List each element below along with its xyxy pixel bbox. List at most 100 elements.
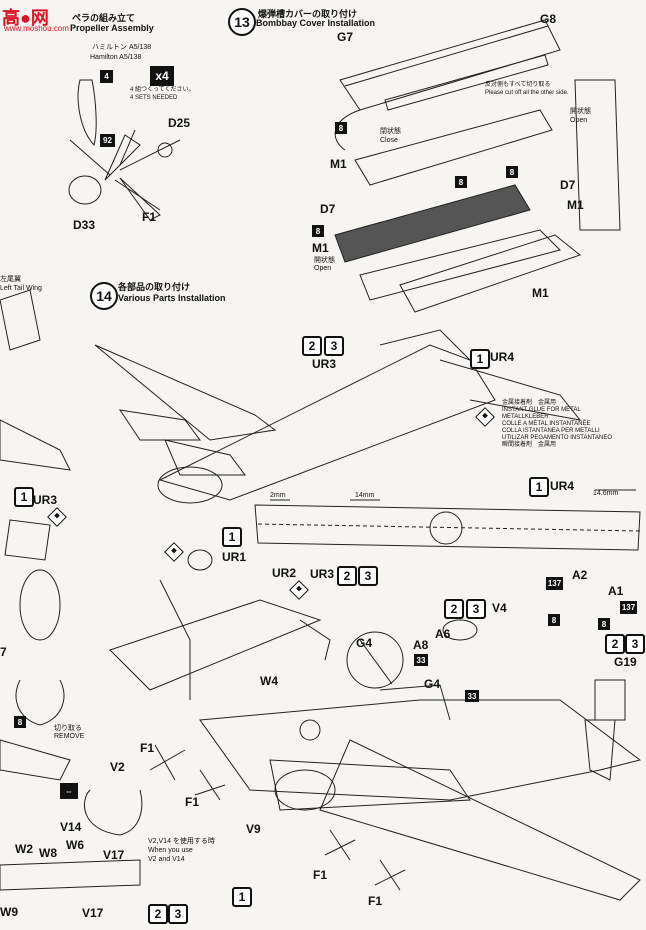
remove-en: REMOVE [54, 733, 85, 740]
dim-2mm: 2mm [270, 492, 286, 499]
part-A8: A8 [413, 638, 429, 652]
part-box-8-e: 8 [548, 614, 560, 626]
watermark-logo: 高●网 [2, 8, 49, 28]
part-W4: W4 [260, 674, 278, 688]
part-A6: A6 [435, 627, 451, 641]
marker-3-strip: 3 [358, 566, 378, 586]
watermark-url: www.moshou.com [4, 24, 69, 33]
step14-title-en: Various Parts Installation [118, 293, 226, 303]
glue-line-5: UTILIZAR PEGAMENTO INSTANTANEO [502, 435, 613, 441]
step12-title-jp: ペラの組み立て [72, 13, 136, 23]
step13-number: 13 [228, 8, 256, 36]
hamilton-label-jp: ハミルトン A5/138 [92, 44, 152, 51]
part-W8: W8 [39, 846, 57, 860]
part-box-8-d: 8 [312, 225, 324, 237]
part-box-8-f: 8 [598, 618, 610, 630]
open-label-en-2: Open [314, 265, 332, 272]
part-box-4: 4 [100, 70, 113, 83]
v2v14-note-en1: When you use [148, 847, 193, 854]
remove-jp: 切り取る [54, 725, 82, 732]
part-box-8-g: 8 [14, 716, 26, 728]
marker-1-ur4-top: 1 [470, 349, 490, 369]
step14-number: 14 [90, 282, 118, 310]
step14-title-jp: 各部品の取り付け [118, 282, 191, 292]
part-V14: V14 [60, 820, 82, 834]
part-F1-a: F1 [140, 741, 155, 755]
marker-1-ur1: 1 [222, 527, 242, 547]
part-M1-open: M1 [567, 198, 584, 212]
part-G8: G8 [540, 12, 557, 26]
part-UR3-strip: UR3 [310, 567, 335, 581]
arrow-marker-icon: ⇔ [60, 783, 78, 799]
left-tail-jp: 左尾翼 [0, 276, 21, 283]
part-box-8-a: 8 [335, 122, 347, 134]
part-UR2: UR2 [272, 566, 297, 580]
open-label-en: Open [570, 117, 588, 124]
part-box-137-a: 137 [546, 577, 563, 590]
sets-needed-en: 4 SETS NEEDED [130, 95, 178, 101]
marker-1-bottom: 1 [232, 887, 252, 907]
part-V4: V4 [492, 601, 507, 615]
glue-line-3: COLLE A MÉTAL INSTANTANÉE [502, 421, 591, 427]
part-box-33-b: 33 [465, 690, 479, 702]
part-box-8-c: 8 [506, 166, 518, 178]
glue-line-1: INSTANT GLUE FOR METAL [502, 407, 581, 413]
open-label-jp: 開状態 [570, 108, 591, 115]
glue-line-0: 金属接着剤 金属用 [502, 400, 557, 406]
sets-needed-jp: 4 組つくってください。 [130, 87, 195, 93]
part-G4-a: G4 [356, 636, 373, 650]
part-G4-b: G4 [424, 677, 441, 691]
part-F1-b: F1 [185, 795, 200, 809]
part-W6: W6 [66, 838, 84, 852]
part-W2: W2 [15, 842, 33, 856]
part-G7: G7 [337, 30, 354, 44]
part-D25: D25 [168, 116, 191, 130]
hamilton-label-en: Hamilton A5/138 [90, 54, 142, 61]
dim-14-6mm: 14.6mm [593, 490, 619, 497]
count-x4: x4 [150, 66, 174, 86]
part-D7-right: D7 [560, 178, 576, 192]
part-V17-a: V17 [103, 848, 125, 862]
step12-title-en: Propeller Assembly [70, 23, 154, 33]
part-UR1: UR1 [222, 550, 247, 564]
part-F1-d: F1 [368, 894, 383, 908]
part-7: 7 [0, 645, 7, 659]
close-label-jp: 閉状態 [380, 128, 401, 135]
marker-1-left: 1 [14, 487, 34, 507]
cut-note-en: Please cut off all the other side. [485, 90, 569, 96]
marker-2-right: 2 [605, 634, 625, 654]
part-A1: A1 [608, 584, 624, 598]
step13-title-en: Bombbay Cover Installation [256, 18, 376, 28]
marker-3-v4: 3 [466, 599, 486, 619]
part-box-92: 92 [100, 134, 115, 147]
marker-3-top: 3 [324, 336, 344, 356]
part-D33: D33 [73, 218, 96, 232]
v2v14-note-en2: V2 and V14 [148, 856, 185, 863]
part-V17-b: V17 [82, 906, 104, 920]
part-UR4-top: UR4 [490, 350, 515, 364]
part-F1-prop: F1 [142, 210, 157, 224]
open-label-jp-2: 開状態 [314, 257, 335, 264]
part-box-33-a: 33 [414, 654, 428, 666]
left-tail-en: Left Tail Wing [0, 285, 42, 292]
marker-1-ur4-strip: 1 [529, 477, 549, 497]
marker-3-bottom: 3 [168, 904, 188, 924]
part-V9: V9 [246, 822, 261, 836]
part-UR3-top: UR3 [312, 357, 337, 371]
part-V2: V2 [110, 760, 125, 774]
glue-line-2: METALLKLEBER [502, 414, 549, 420]
marker-2-bottom: 2 [148, 904, 168, 924]
part-G19: G19 [614, 655, 637, 669]
part-UR4-strip: UR4 [550, 479, 575, 493]
part-M1-close: M1 [330, 157, 347, 171]
part-A2: A2 [572, 568, 588, 582]
part-UR3-left: UR3 [33, 493, 58, 507]
part-W9: W9 [0, 905, 18, 919]
glue-line-4: COLLA ISTANTANEA PER METALLI [502, 428, 600, 434]
part-M1-openstate: M1 [312, 241, 329, 255]
marker-2-top: 2 [302, 336, 322, 356]
v2v14-note-jp: V2,V14 を使用する時 [148, 838, 215, 845]
part-D7-left: D7 [320, 202, 336, 216]
